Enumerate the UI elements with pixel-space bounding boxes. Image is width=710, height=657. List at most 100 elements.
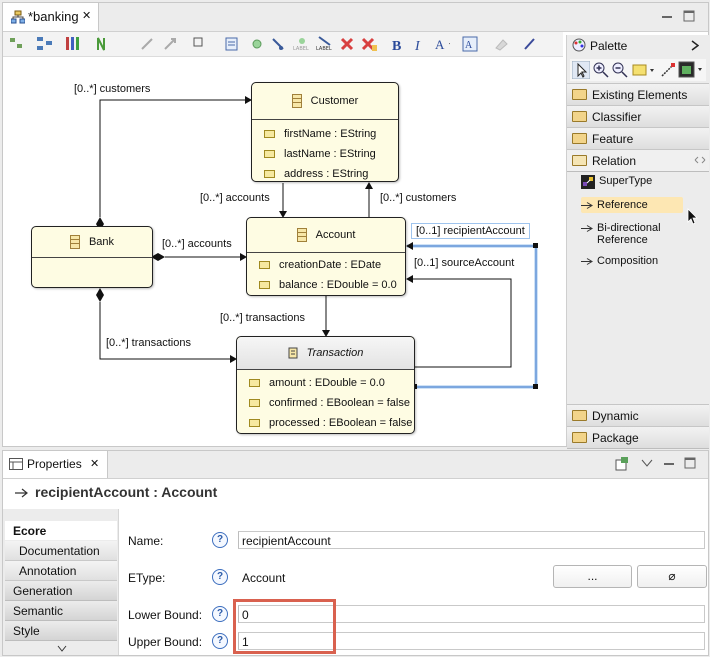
attribute-row[interactable]: balance : EDouble = 0.0 (247, 275, 405, 295)
help-icon[interactable]: ? (212, 532, 228, 548)
hide-element-icon[interactable] (271, 36, 287, 52)
clear-etype-button[interactable]: ⌀ (637, 565, 707, 588)
palette-item-composition[interactable]: Composition (581, 255, 699, 267)
edge-label-recipient-account[interactable]: [0..1] recipientAccount (411, 223, 530, 239)
edge-label-source-account[interactable]: [0..1] sourceAccount (414, 257, 515, 269)
close-tab-icon[interactable]: ✕ (82, 10, 92, 22)
attribute-row[interactable]: lastName : EString (252, 144, 398, 164)
attribute-icon (259, 281, 270, 289)
arrange-icon[interactable] (9, 36, 25, 52)
name-field[interactable]: recipientAccount (238, 531, 705, 549)
attribute-row[interactable]: address : EString (252, 164, 398, 184)
help-icon[interactable]: ? (212, 569, 228, 585)
drawer-feature[interactable]: Feature (567, 127, 709, 150)
class-account[interactable]: Account creationDate : EDate balance : E… (246, 217, 406, 296)
maximize-icon[interactable] (683, 10, 695, 22)
edge-label-bank-transactions[interactable]: [0..*] transactions (106, 337, 191, 349)
edge-label-bank-accounts[interactable]: [0..*] accounts (162, 238, 232, 250)
bank-accounts-arrowhead (240, 253, 247, 261)
class-transaction[interactable]: Transaction amount : EDouble = 0.0 confi… (236, 336, 415, 434)
lower-bound-field[interactable]: 0 (238, 605, 705, 623)
select-all-icon[interactable] (191, 36, 207, 52)
minimize-icon[interactable] (661, 12, 673, 22)
view-menu-icon[interactable] (641, 459, 653, 467)
zoom-in-icon[interactable] (593, 62, 609, 78)
pin-icon[interactable] (140, 36, 156, 52)
attribute-icon (249, 419, 260, 427)
diagram-canvas[interactable]: [0..*] customers [0..*] accounts [0..*] … (3, 57, 563, 446)
refresh-icon[interactable] (224, 36, 240, 52)
attribute-row[interactable]: confirmed : EBoolean = false (237, 393, 414, 413)
palette-item-reference[interactable]: Reference (581, 197, 683, 213)
drawer-label: Existing Elements (592, 87, 688, 102)
bold-icon[interactable]: B (391, 36, 407, 52)
delete-from-diagram-icon[interactable] (340, 36, 356, 52)
font-dialog-icon[interactable]: A (462, 36, 478, 52)
edge-label-account-transactions[interactable]: [0..*] transactions (220, 312, 305, 324)
maximize-icon[interactable] (684, 457, 696, 469)
upper-bound-field[interactable]: 1 (238, 632, 705, 650)
upper-bound-label: Upper Bound: (128, 635, 203, 649)
edge-label-customer-accounts[interactable]: [0..*] accounts (200, 192, 270, 204)
editor-tab-banking[interactable]: *banking ✕ (3, 3, 99, 31)
zoom-out-icon[interactable] (612, 62, 628, 78)
etype-value: Account (242, 571, 286, 585)
drawer-label: Feature (592, 131, 634, 146)
pin-drawer-icon[interactable] (694, 156, 706, 164)
drawer-classifier[interactable]: Classifier (567, 105, 709, 128)
palette-item-bidirectional-reference[interactable]: Bi-directional Reference (581, 222, 699, 246)
section-tab-semantic[interactable]: Semantic (5, 601, 117, 621)
class-bank[interactable]: Bank (31, 226, 153, 288)
help-icon[interactable]: ? (212, 606, 228, 622)
section-tab-documentation[interactable]: Documentation (5, 541, 117, 561)
distribute-icon[interactable] (96, 36, 112, 52)
font-color-icon[interactable]: A (434, 36, 450, 52)
attribute-label: balance : EDouble = 0.0 (279, 279, 397, 291)
note-tool-icon[interactable] (632, 63, 656, 77)
diagram-toolbar: LABEL LABEL B I A A (3, 32, 563, 57)
browse-etype-button[interactable]: ... (553, 565, 632, 588)
attribute-row[interactable]: creationDate : EDate (247, 255, 405, 275)
minimize-icon[interactable] (663, 460, 675, 468)
section-tab-ecore[interactable]: Ecore (5, 521, 117, 540)
drawer-relation[interactable]: Relation (567, 149, 709, 172)
fill-color-icon[interactable] (493, 36, 509, 52)
delete-from-model-icon[interactable] (361, 36, 377, 52)
hide-label-icon[interactable]: LABEL (316, 36, 332, 52)
align-icon[interactable] (65, 36, 81, 52)
edge-label-bank-customers[interactable]: [0..*] customers (74, 83, 151, 95)
rectangle-tool-icon[interactable] (678, 61, 704, 79)
attribute-label: firstName : EString (284, 128, 377, 140)
pin-view-icon[interactable] (615, 457, 629, 471)
select-tool-icon[interactable] (572, 61, 590, 79)
drawer-package[interactable]: Package (567, 426, 709, 449)
collapse-palette-icon[interactable] (691, 40, 699, 51)
unpin-icon[interactable] (163, 36, 179, 52)
italic-icon[interactable]: I (413, 36, 429, 52)
show-element-icon[interactable] (250, 36, 266, 52)
properties-icon (9, 458, 23, 470)
section-tab-annotation[interactable]: Annotation (5, 561, 117, 581)
diagram-icon (11, 10, 25, 24)
drawer-dynamic[interactable]: Dynamic (567, 404, 709, 427)
note-attachment-icon[interactable] (660, 62, 676, 78)
close-tab-icon[interactable]: ✕ (90, 458, 100, 470)
section-tab-style[interactable]: Style (5, 621, 117, 641)
scroll-down-icon[interactable] (57, 645, 67, 652)
class-customer[interactable]: Customer firstName : EString lastName : … (251, 82, 399, 182)
attribute-row[interactable]: amount : EDouble = 0.0 (237, 373, 414, 393)
attribute-row[interactable]: processed : EBoolean = false (237, 413, 414, 433)
line-color-icon[interactable] (523, 36, 539, 52)
properties-tab[interactable]: Properties ✕ (3, 451, 108, 478)
layout-icon[interactable] (36, 36, 52, 52)
drawer-existing-elements[interactable]: Existing Elements (567, 83, 709, 106)
show-label-icon[interactable]: LABEL (293, 36, 309, 52)
selection-handle (413, 384, 417, 389)
section-tab-generation[interactable]: Generation (5, 581, 117, 601)
palette-item-supertype[interactable]: SuperType (581, 175, 699, 189)
edge-label-account-customers[interactable]: [0..*] customers (380, 192, 457, 204)
properties-view: Properties ✕ recipientAccount : Account … (2, 450, 709, 656)
attribute-row[interactable]: firstName : EString (252, 124, 398, 144)
palette-title: Palette (590, 39, 628, 53)
help-icon[interactable]: ? (212, 633, 228, 649)
